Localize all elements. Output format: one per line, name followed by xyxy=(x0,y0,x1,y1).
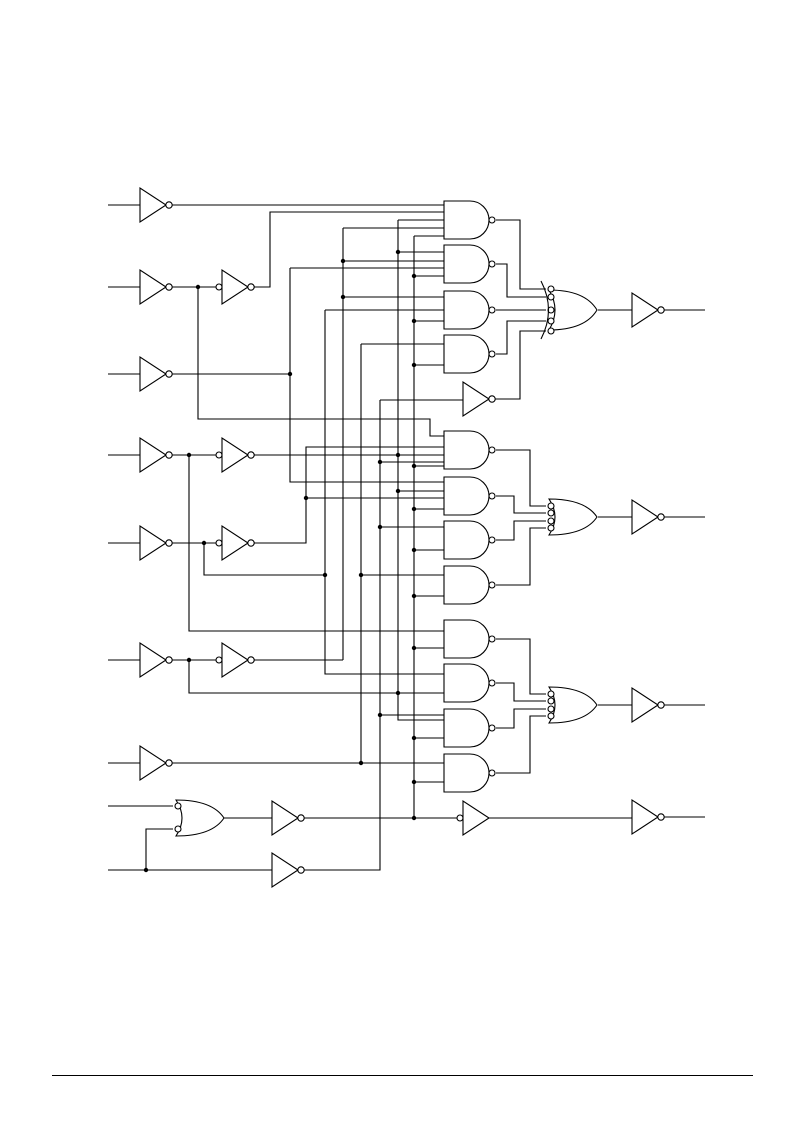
wire xyxy=(248,211,444,288)
nand-gate xyxy=(443,663,496,703)
wire xyxy=(496,715,546,774)
inverter-gate xyxy=(631,291,665,329)
nand-gate xyxy=(443,200,496,240)
nand-gate xyxy=(443,290,496,330)
junction-dot xyxy=(411,779,417,785)
junction-dot xyxy=(411,645,417,651)
wire xyxy=(496,449,546,507)
inverter-gate xyxy=(139,641,173,679)
junction-dot xyxy=(411,318,417,324)
wire xyxy=(289,268,444,483)
junction-dot xyxy=(195,284,201,290)
wire xyxy=(496,527,546,586)
inverter-gate xyxy=(139,524,173,562)
gates xyxy=(139,186,665,889)
inverter-gate xyxy=(631,686,665,724)
or-gate xyxy=(547,285,598,335)
inverter-gate xyxy=(215,524,255,562)
nand-gate xyxy=(443,334,496,374)
nand-gate xyxy=(443,619,496,659)
wire xyxy=(492,330,546,400)
inverter-gate xyxy=(215,641,255,679)
inverter-gate xyxy=(139,436,173,474)
nand-gate xyxy=(443,565,496,605)
junction-dot xyxy=(186,452,192,458)
wire xyxy=(324,310,444,675)
nand-gate xyxy=(443,708,496,748)
inverter-gate xyxy=(462,380,496,418)
junction-dot xyxy=(411,273,417,279)
junction-dot xyxy=(340,258,346,264)
junctions xyxy=(143,249,417,873)
junction-dot xyxy=(395,488,401,494)
or-gate xyxy=(174,799,225,837)
inverter-gate xyxy=(215,436,255,474)
junction-dot xyxy=(395,249,401,255)
junction-dot xyxy=(201,540,207,546)
junction-dot xyxy=(411,593,417,599)
nand-gate xyxy=(443,244,496,284)
nand-gate xyxy=(443,430,496,470)
junction-dot xyxy=(186,657,192,663)
wire xyxy=(397,220,444,721)
wire xyxy=(197,287,444,437)
nand-gate xyxy=(443,476,496,516)
junction-dot xyxy=(322,572,328,578)
junction-dot xyxy=(377,712,383,718)
junction-dot xyxy=(358,760,364,766)
inverter-gate xyxy=(139,268,173,306)
wiring xyxy=(108,204,705,871)
junction-dot xyxy=(287,371,293,377)
wire xyxy=(188,660,444,694)
footer-rule xyxy=(52,1075,753,1076)
junction-dot xyxy=(411,735,417,741)
junction-dot xyxy=(411,547,417,553)
junction-dot xyxy=(340,294,346,300)
or-gate-extension xyxy=(540,280,550,340)
inverter-gate xyxy=(139,186,173,224)
wire xyxy=(303,400,381,871)
or-gate xyxy=(547,686,598,724)
wire xyxy=(496,320,546,355)
junction-dot xyxy=(377,459,383,465)
wire xyxy=(496,219,546,290)
junction-dot xyxy=(395,690,401,696)
inverter-gate xyxy=(631,798,665,836)
junction-dot xyxy=(411,362,417,368)
junction-dot xyxy=(143,867,149,873)
wire xyxy=(496,495,546,514)
wire xyxy=(496,638,546,695)
junction-dot xyxy=(303,495,309,501)
wire xyxy=(203,543,325,576)
junction-dot xyxy=(411,506,417,512)
inverter-gate xyxy=(271,851,305,889)
inverter-gate xyxy=(215,268,255,306)
inverter-gate xyxy=(139,744,173,782)
wire xyxy=(496,520,546,541)
junction-dot xyxy=(377,524,383,530)
or-gate xyxy=(547,498,598,536)
nand-gate xyxy=(443,520,496,560)
inverter-gate xyxy=(139,355,173,393)
buffer-gate xyxy=(456,799,491,837)
junction-dot xyxy=(411,815,417,821)
inverter-gate xyxy=(631,498,665,536)
wire xyxy=(496,263,546,298)
junction-dot xyxy=(411,463,417,469)
junction-dot xyxy=(395,452,401,458)
wire xyxy=(496,708,546,729)
wire xyxy=(248,446,444,544)
nand-gate xyxy=(443,753,496,793)
wire xyxy=(496,682,546,702)
inverter-gate xyxy=(271,799,305,837)
wire xyxy=(188,455,444,632)
wire xyxy=(108,828,173,871)
junction-dot xyxy=(358,572,364,578)
